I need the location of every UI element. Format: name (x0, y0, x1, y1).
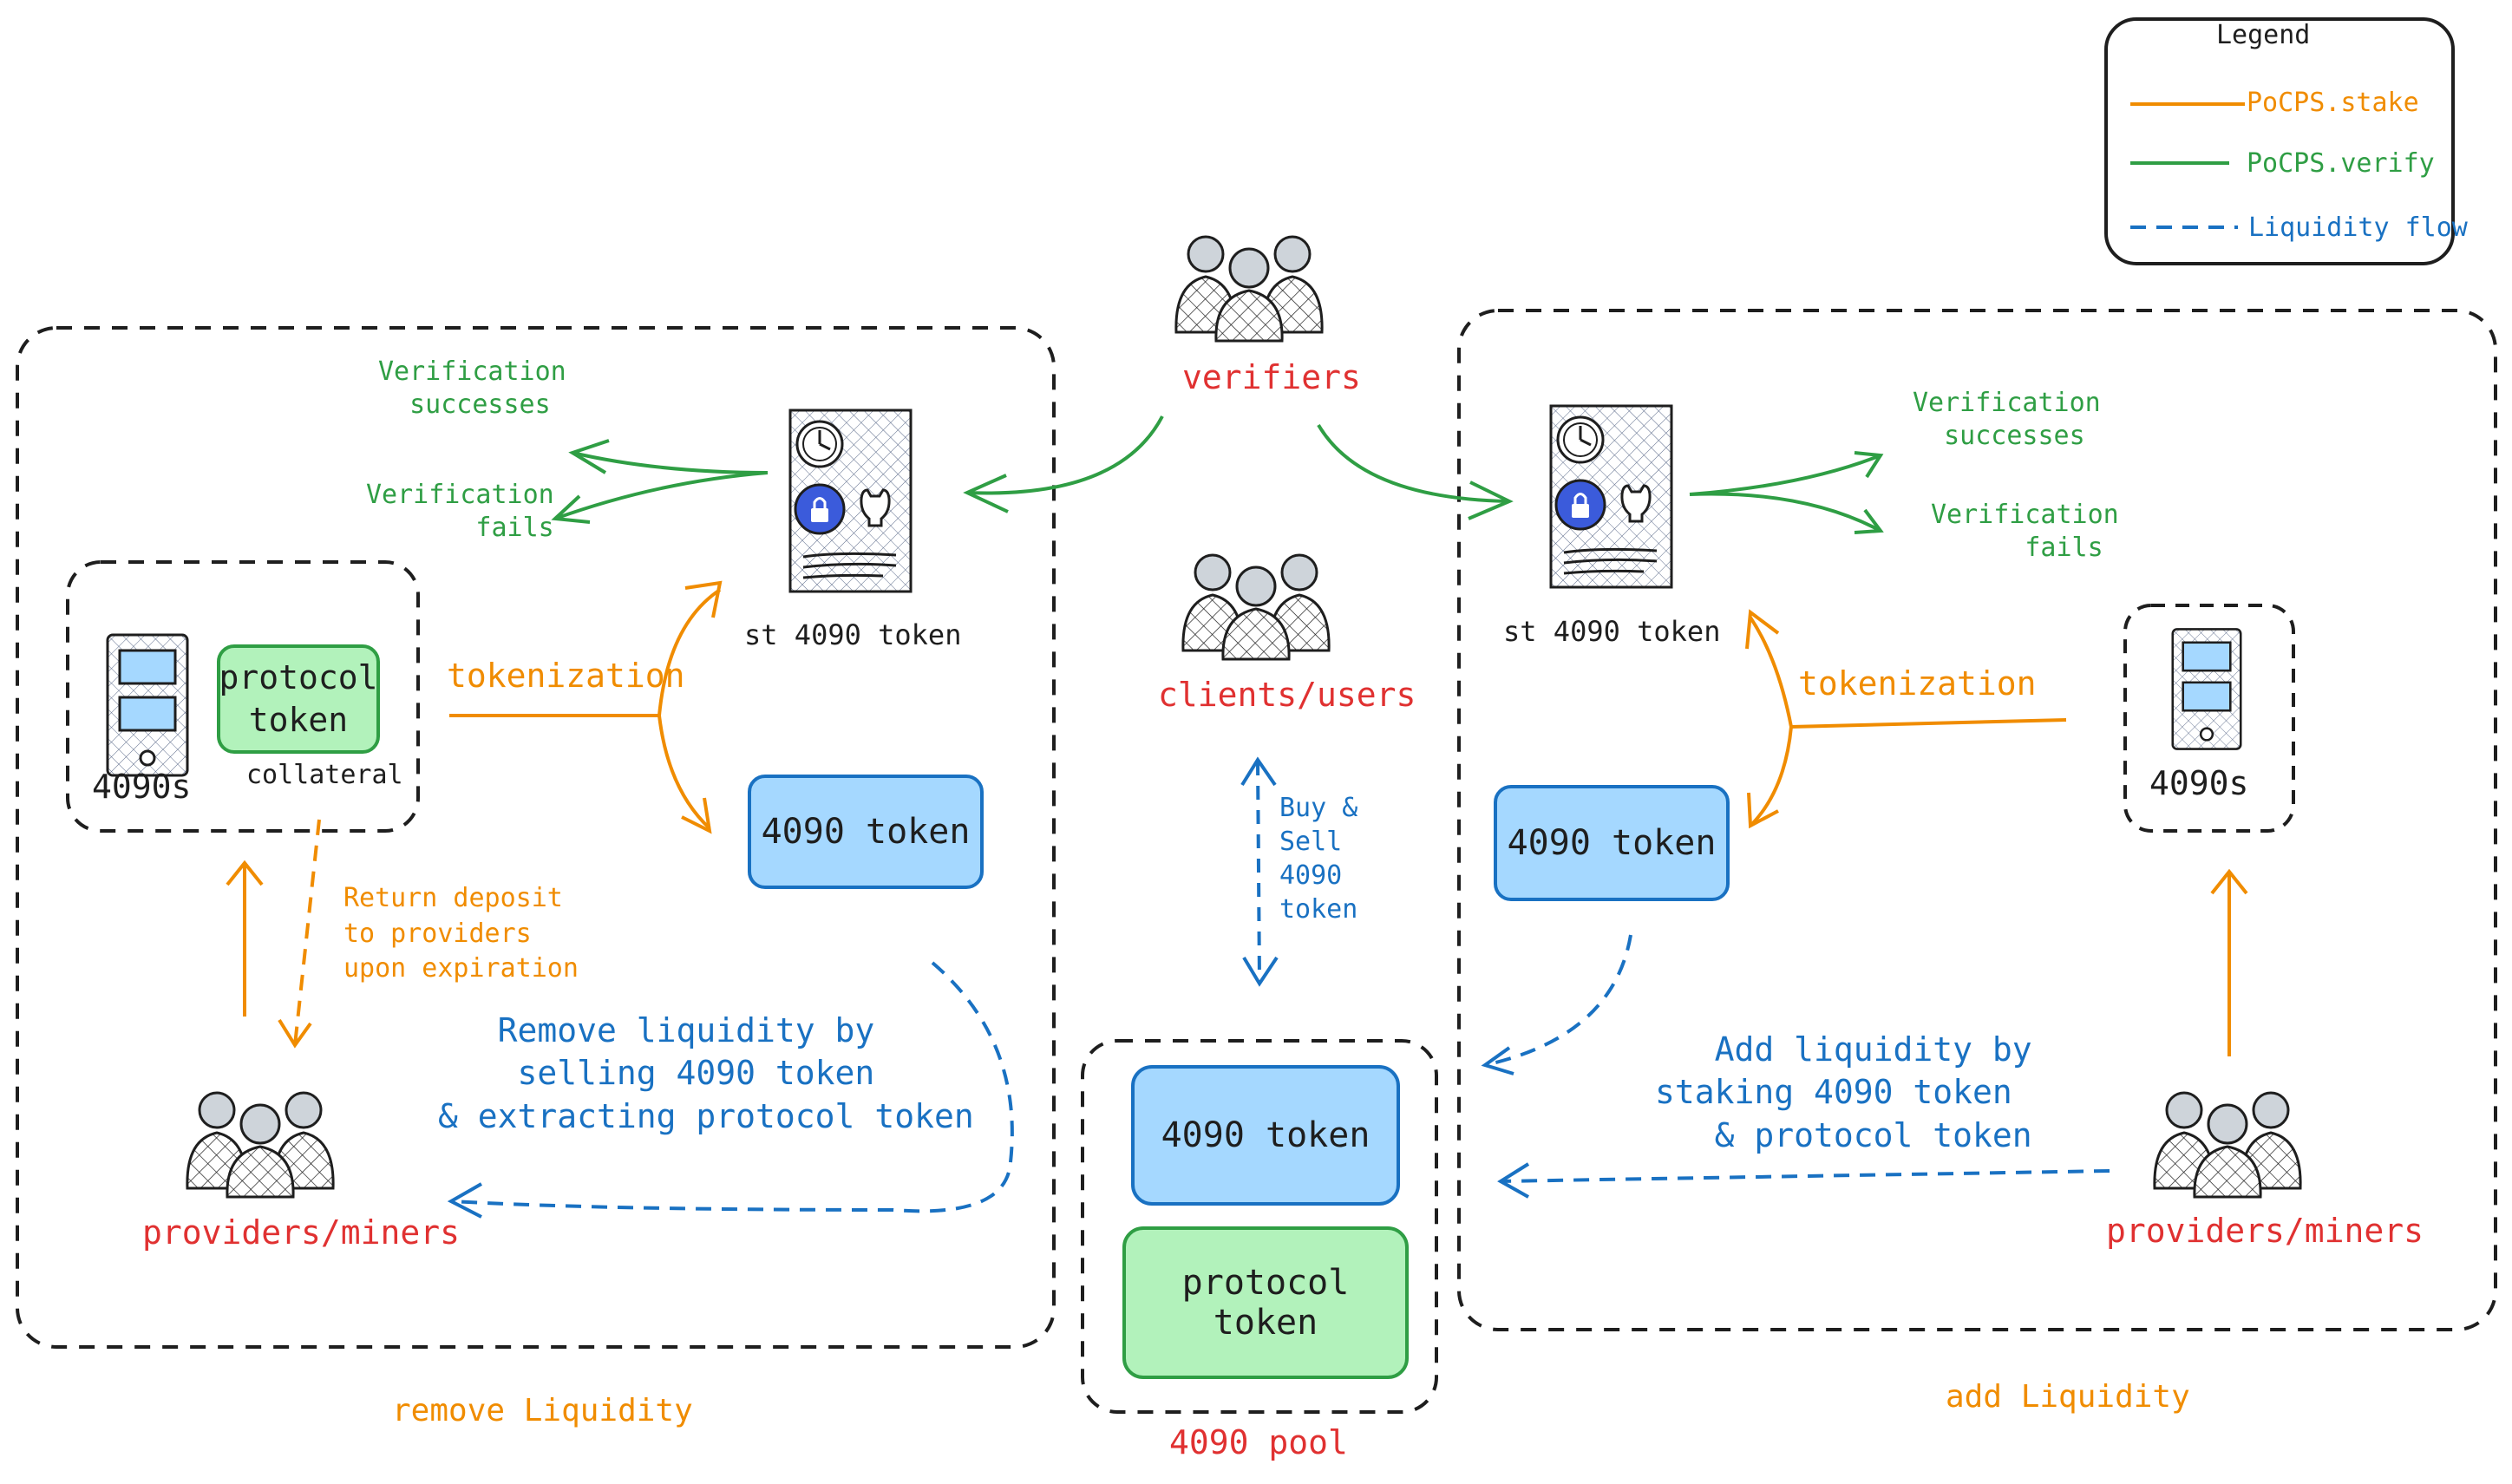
pool-4090-token-box (1131, 1065, 1400, 1206)
left-verification-successes: Verification successes (378, 356, 566, 420)
remove-liquidity-label: Remove liquidity by selling 4090 token &… (438, 1011, 974, 1135)
right-verify-fail-head (1854, 508, 1884, 534)
left-verification-fails: Verification fails (366, 480, 554, 543)
legend-liquidity-label: Liquidity flow (2248, 212, 2468, 243)
left-collateral-frame (66, 560, 420, 833)
left-providers-label: providers/miners (142, 1213, 461, 1252)
verify-arrow-left-doc-head (963, 474, 1009, 513)
remove-liquidity-head (447, 1182, 482, 1219)
buy-sell-label: Buy & Sell 4090 token (1279, 793, 1358, 925)
left-provider-up-arrow (226, 860, 264, 1017)
add-liquidity-label: Add liquidity by staking 4090 token & pr… (1655, 1030, 2032, 1154)
right-4090-token-box (1494, 785, 1730, 901)
right-st-token-doc-icon (1549, 404, 1673, 589)
right-tokenization-down-head (1747, 792, 1779, 829)
left-verify-fail-head (551, 494, 591, 524)
left-protocol-token-box (217, 644, 380, 754)
left-collateral-label: collateral (246, 760, 403, 790)
remove-liquidity-section-label: remove Liquidity (392, 1393, 693, 1428)
clients-users-label: clients/users (1158, 676, 1416, 714)
add-liquidity-arrow (1500, 1169, 2110, 1183)
left-verify-split (554, 451, 769, 520)
add-liquidity-head (1497, 1162, 1530, 1199)
legend-box (2104, 17, 2455, 265)
return-deposit-label: Return deposit to providers upon expirat… (343, 883, 579, 984)
left-return-deposit-arrow (293, 819, 321, 1046)
left-return-deposit-head (278, 1018, 312, 1049)
left-tokenization-up-head (684, 580, 723, 618)
left-tokenization-split (657, 588, 722, 830)
left-4090s-label: 4090s (92, 768, 192, 806)
right-tokenization-split (1749, 616, 1793, 826)
right-tokenization-label: tokenization (1798, 664, 2037, 703)
right-providers-people-icon (2153, 1091, 2302, 1199)
left-4090-token-box (748, 775, 984, 889)
left-st-token-doc-icon (788, 409, 913, 593)
right-tokenization-up-head (1745, 609, 1780, 650)
verify-arrow-right-doc-head (1468, 481, 1514, 520)
left-verify-success-head (568, 439, 610, 474)
right-4090-token-label: 4090 token (1507, 823, 1717, 863)
verify-arrow-left-doc (966, 415, 1164, 495)
right-gpu-phone-icon (2171, 627, 2242, 751)
left-tokenization-label: tokenization (447, 657, 685, 695)
left-tokenization-down-head (681, 797, 712, 834)
right-verify-split (1689, 454, 1881, 533)
legend-stake-label: PoCPS.stake (2247, 88, 2419, 118)
pool-protocol-token-label: protocol token (1181, 1263, 1350, 1343)
token-to-pool-arrow (1484, 934, 1632, 1067)
right-st-token-label: st 4090 token (1503, 615, 1721, 648)
right-verify-success-head (1854, 451, 1884, 479)
buy-sell-up-head (1240, 756, 1277, 787)
remove-liquidity-arrow (450, 961, 1014, 1213)
buy-sell-double-arrow (1256, 761, 1261, 983)
verifiers-people-icon (1174, 235, 1324, 343)
token-to-pool-head (1481, 1046, 1514, 1075)
verify-arrow-right-doc (1317, 423, 1510, 503)
right-section-frame (1457, 309, 2497, 1331)
right-gpu-frame (2123, 604, 2295, 833)
add-liquidity-section-label: add Liquidity (1946, 1379, 2190, 1415)
left-section-frame (16, 326, 1056, 1349)
right-providers-label: providers/miners (2106, 1212, 2424, 1250)
left-gpu-phone-icon (106, 633, 189, 777)
right-verification-fails: Verification fails (1931, 500, 2119, 563)
left-protocol-token-label: protocol token (219, 657, 378, 739)
right-4090s-label: 4090s (2149, 764, 2249, 802)
right-tokenization-line (1790, 718, 2067, 729)
right-verification-successes: Verification successes (1913, 388, 2101, 451)
legend-title: Legend (2216, 20, 2311, 50)
right-provider-up-arrow (2210, 868, 2248, 1056)
pool-label: 4090 pool (1169, 1423, 1348, 1461)
left-st-token-label: st 4090 token (744, 618, 962, 651)
legend-verify-label: PoCPS.verify (2247, 148, 2435, 179)
left-providers-people-icon (186, 1091, 335, 1199)
buy-sell-down-head (1242, 956, 1279, 987)
verifiers-label: verifiers (1182, 358, 1361, 396)
left-4090-token-label: 4090 token (761, 812, 971, 852)
clients-people-icon (1181, 553, 1331, 661)
pool-4090-token-label: 4090 token (1161, 1115, 1370, 1155)
pool-frame (1081, 1039, 1438, 1414)
pool-protocol-token-box (1122, 1226, 1409, 1379)
